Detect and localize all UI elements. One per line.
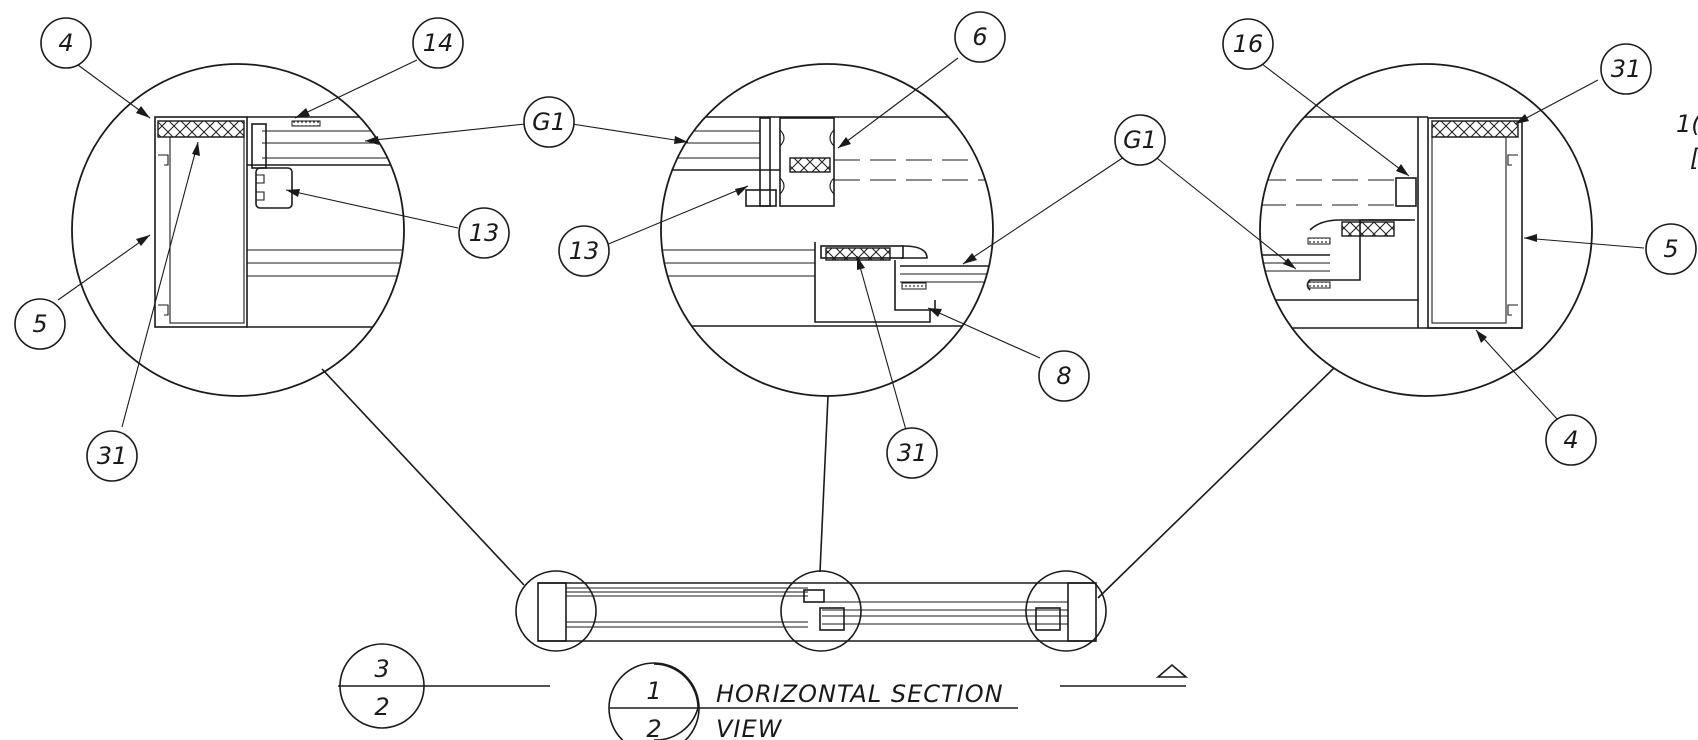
callout-bubble-31-middle: 31 bbox=[886, 427, 938, 479]
callout-bubble-5-right: 5 bbox=[1645, 223, 1697, 275]
svg-text:13: 13 bbox=[569, 237, 600, 265]
svg-text:31: 31 bbox=[97, 442, 128, 470]
svg-text:14: 14 bbox=[423, 29, 454, 57]
clipped-label-bottom: [ bbox=[1690, 144, 1698, 172]
svg-text:G1: G1 bbox=[1123, 126, 1157, 154]
svg-text:2: 2 bbox=[374, 693, 389, 721]
svg-text:1: 1 bbox=[646, 677, 661, 705]
svg-text:G1: G1 bbox=[532, 108, 566, 136]
view-title: 1 2 HORIZONTAL SECTION VIEW bbox=[608, 662, 1018, 740]
detail-right bbox=[1259, 63, 1593, 397]
callout-leaders bbox=[57, 57, 1645, 431]
callout-bubble-16: 16 bbox=[1222, 18, 1274, 70]
detail-leaders bbox=[321, 367, 1335, 599]
svg-text:4: 4 bbox=[1563, 426, 1578, 454]
svg-text:31: 31 bbox=[1611, 55, 1642, 83]
detail-middle bbox=[660, 63, 994, 397]
callout-bubble-13-middle: 13 bbox=[558, 225, 610, 277]
svg-text:16: 16 bbox=[1233, 30, 1264, 58]
callout-bubble-4-right: 4 bbox=[1545, 414, 1597, 466]
svg-text:5: 5 bbox=[1663, 235, 1678, 263]
callout-bubble-g1-left: G1 bbox=[523, 96, 575, 148]
title-line-1: HORIZONTAL SECTION bbox=[716, 680, 1004, 708]
callout-bubble-14: 14 bbox=[412, 17, 464, 69]
overall-section bbox=[515, 570, 1107, 652]
callout-bubble-13-left: 13 bbox=[458, 207, 510, 259]
callout-bubble-31-right: 31 bbox=[1600, 43, 1652, 95]
callout-bubble-6: 6 bbox=[954, 11, 1006, 63]
svg-text:13: 13 bbox=[469, 219, 500, 247]
callout-bubble-31-left: 31 bbox=[86, 430, 138, 482]
callout-bubble-g1-right: G1 bbox=[1114, 114, 1166, 166]
callout-bubble-5-left: 5 bbox=[14, 298, 66, 350]
svg-text:3: 3 bbox=[374, 655, 389, 683]
callout-bubble-8: 8 bbox=[1038, 350, 1090, 402]
clipped-label-top: 1( bbox=[1676, 110, 1698, 138]
detail-left bbox=[71, 63, 405, 397]
svg-text:4: 4 bbox=[58, 29, 73, 57]
section-reference-marker: 3 2 bbox=[338, 643, 550, 729]
section-cut-line bbox=[1060, 663, 1189, 687]
svg-text:8: 8 bbox=[1056, 362, 1071, 390]
title-line-2: VIEW bbox=[716, 715, 783, 740]
svg-text:2: 2 bbox=[646, 715, 661, 740]
svg-text:5: 5 bbox=[32, 310, 47, 338]
callout-bubble-4-left: 4 bbox=[40, 17, 92, 69]
svg-text:31: 31 bbox=[897, 439, 928, 467]
svg-text:6: 6 bbox=[972, 23, 987, 51]
